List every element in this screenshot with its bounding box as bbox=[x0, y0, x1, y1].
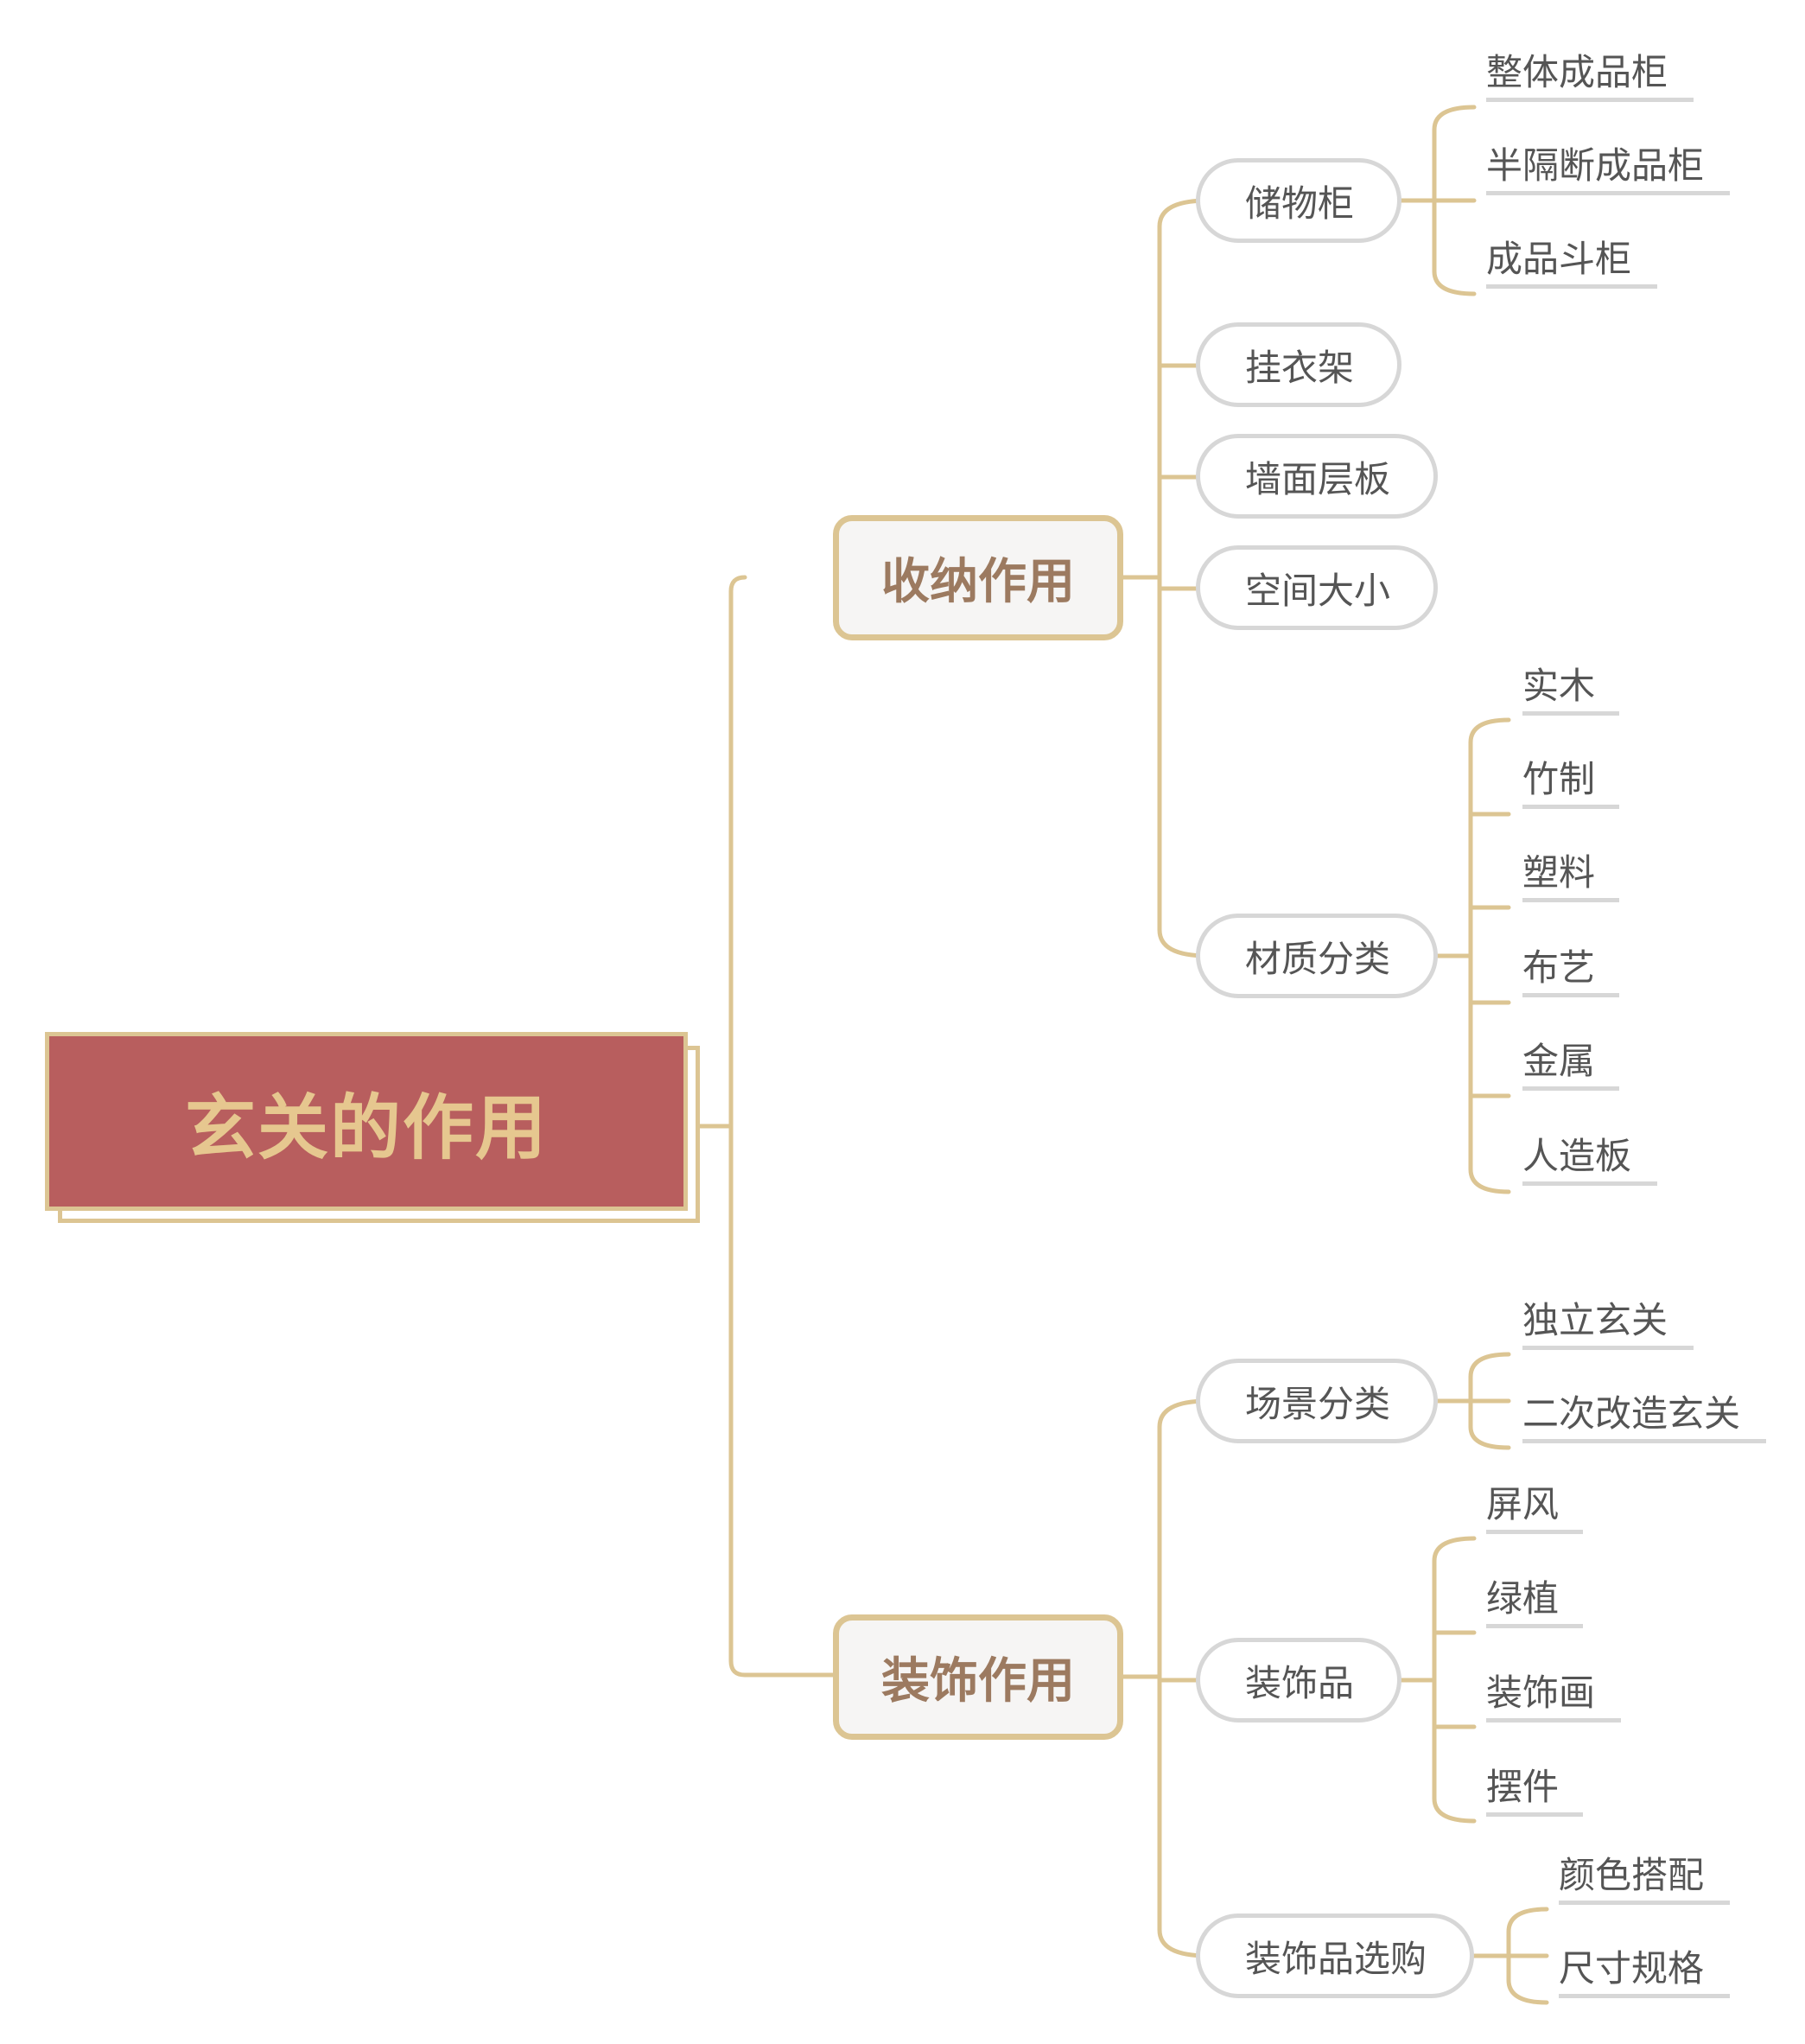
branch-label: 装饰作用 bbox=[881, 1653, 1075, 1710]
branch-label: 收纳作用 bbox=[881, 554, 1075, 610]
node-cabinet[interactable]: 储物柜 bbox=[1196, 158, 1401, 243]
leaf-item[interactable]: 整体成品柜 bbox=[1486, 48, 1694, 102]
node-label: 墙面层板 bbox=[1245, 457, 1391, 500]
connector-scene bbox=[1433, 1352, 1511, 1450]
leaf-item[interactable]: 屏风 bbox=[1486, 1480, 1583, 1534]
leaf-item[interactable]: 竹制 bbox=[1522, 755, 1619, 809]
leaf-item[interactable]: 塑料 bbox=[1522, 849, 1619, 902]
connector-purchase bbox=[1470, 1907, 1549, 2005]
node-wall-shelf[interactable]: 墙面层板 bbox=[1196, 434, 1438, 519]
node-material[interactable]: 材质分类 bbox=[1196, 914, 1438, 998]
connector-storage-mid bbox=[1157, 363, 1200, 591]
connector-storage-spine bbox=[1157, 198, 1211, 958]
node-label: 储物柜 bbox=[1245, 181, 1355, 225]
root-node[interactable]: 玄关的作用 bbox=[45, 1032, 688, 1211]
leaf-item[interactable]: 尺寸规格 bbox=[1559, 1945, 1730, 1998]
leaf-item[interactable]: 装饰画 bbox=[1486, 1669, 1621, 1722]
leaf-item[interactable]: 人造板 bbox=[1522, 1132, 1657, 1186]
leaf-item[interactable]: 颜色搭配 bbox=[1559, 1851, 1730, 1905]
node-label: 挂衣架 bbox=[1245, 346, 1355, 389]
node-label: 材质分类 bbox=[1245, 937, 1391, 980]
node-label: 装饰品选购 bbox=[1245, 1937, 1427, 1980]
leaf-item[interactable]: 布艺 bbox=[1522, 944, 1619, 997]
node-space-size[interactable]: 空间大小 bbox=[1196, 545, 1438, 630]
node-ornament-purchase[interactable]: 装饰品选购 bbox=[1196, 1913, 1474, 1998]
leaf-item[interactable]: 摆件 bbox=[1486, 1763, 1583, 1817]
leaf-item[interactable]: 实木 bbox=[1522, 662, 1619, 716]
leaf-item[interactable]: 成品斗柜 bbox=[1486, 235, 1657, 289]
leaf-item[interactable]: 二次改造玄关 bbox=[1522, 1390, 1766, 1443]
leaf-item[interactable]: 半隔断成品柜 bbox=[1486, 142, 1730, 195]
leaf-item[interactable]: 绿植 bbox=[1486, 1575, 1583, 1628]
node-label: 装饰品 bbox=[1245, 1661, 1355, 1704]
connector-ornament bbox=[1396, 1536, 1477, 1824]
node-coat-rack[interactable]: 挂衣架 bbox=[1196, 322, 1401, 407]
leaf-item[interactable]: 独立玄关 bbox=[1522, 1296, 1694, 1350]
connector-trunk-storage bbox=[728, 575, 836, 1678]
connector-decor-spine bbox=[1157, 1398, 1211, 1958]
node-ornament[interactable]: 装饰品 bbox=[1196, 1638, 1401, 1722]
connector-material bbox=[1433, 717, 1511, 1194]
root-label: 玄关的作用 bbox=[184, 1087, 548, 1169]
node-scene[interactable]: 场景分类 bbox=[1196, 1359, 1438, 1443]
connector-cabinet bbox=[1396, 105, 1477, 296]
node-label: 空间大小 bbox=[1245, 569, 1391, 612]
leaf-item[interactable]: 金属 bbox=[1522, 1037, 1619, 1091]
node-label: 场景分类 bbox=[1245, 1382, 1391, 1425]
branch-decor[interactable]: 装饰作用 bbox=[833, 1614, 1123, 1740]
branch-storage[interactable]: 收纳作用 bbox=[833, 515, 1123, 640]
